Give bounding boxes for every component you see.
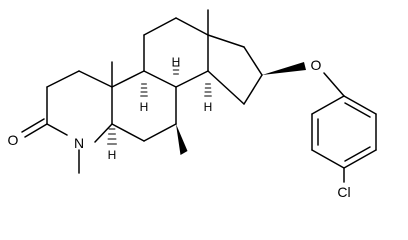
ring-b-bonds: [111, 70, 177, 142]
c9-hydrogen-label: H: [140, 100, 149, 114]
ring-a-bonds: [46, 70, 113, 143]
c14-hydrogen-label: H: [204, 100, 213, 114]
ring-c-bonds: [143, 17, 209, 88]
carbonyl-double-bond: [21, 118, 48, 138]
benzene-ring-bonds: [311, 95, 377, 169]
ether-aryl-bond: [323, 72, 345, 97]
c8-hash-bond: [172, 65, 180, 75]
nitrogen-label: N: [74, 135, 84, 151]
c8-hydrogen-label: H: [172, 55, 181, 69]
c9-hash-bond: [140, 83, 148, 97]
c16-ether-wedge: [262, 62, 306, 75]
c5-hydrogen-label: H: [108, 148, 117, 162]
c14-hash-bond: [204, 83, 212, 97]
chlorine-label: Cl: [337, 184, 350, 200]
skeletal-structure: O N O Cl H H H H: [8, 9, 377, 200]
c5-hash-bond: [107, 128, 117, 145]
ring-d-bonds: [207, 34, 263, 105]
ether-oxygen-label: O: [311, 57, 322, 73]
c7-methyl-wedge: [176, 124, 188, 155]
carbonyl-oxygen-label: O: [8, 132, 19, 148]
